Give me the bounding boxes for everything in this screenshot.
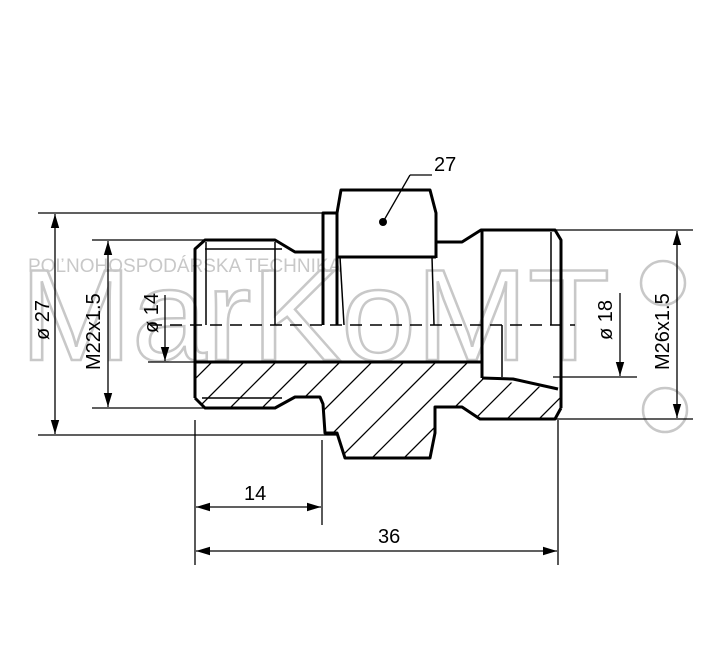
- hatch-line: [349, 362, 481, 458]
- fitting-outline: [150, 188, 575, 460]
- left-thread-label: M22x1.5: [83, 293, 105, 370]
- hatch-line: [477, 362, 561, 458]
- watermark-brand: MarKoMT: [20, 242, 610, 388]
- total-length-label: 36: [378, 526, 400, 548]
- watermark: POĽNOHOSPODÁRSKA TECHNIKA MarKoMT: [19, 241, 689, 434]
- hatch-line: [285, 362, 417, 458]
- registered-icon: [639, 259, 687, 307]
- left-length-label: 14: [244, 483, 266, 505]
- wrench-size-label: 27: [434, 154, 456, 176]
- right-thread-label: M26x1.5: [652, 293, 674, 370]
- hatch-line: [195, 362, 225, 458]
- hatch-line: [317, 362, 449, 458]
- outer-diameter-label: ø 27: [32, 300, 54, 340]
- hatch-line: [195, 362, 257, 458]
- left-bore-label: ø 14: [141, 293, 163, 333]
- registered-icon: [641, 386, 689, 434]
- extension-lines: [38, 174, 693, 565]
- right-bore-label: ø 18: [595, 300, 617, 340]
- dimension-lines: [50, 214, 682, 556]
